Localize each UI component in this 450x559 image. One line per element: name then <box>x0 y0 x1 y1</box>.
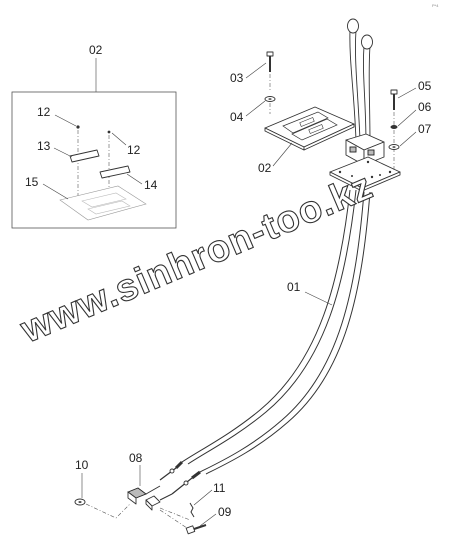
bolt-09 <box>159 509 207 535</box>
label-09: 09 <box>218 505 232 519</box>
inset-plate-15 <box>59 185 147 221</box>
washer-06 <box>390 125 398 129</box>
inset-detail: 02 12 12 13 14 15 <box>11 43 177 229</box>
label-12b: 12 <box>127 143 141 157</box>
label-12a: 12 <box>37 105 51 119</box>
inset-frame <box>11 91 177 229</box>
corner-mark: P*4 <box>432 3 439 8</box>
inset-pad-14 <box>99 165 131 179</box>
label-04: 04 <box>230 110 244 124</box>
clevis-08 <box>127 485 173 511</box>
washer-04 <box>264 96 276 114</box>
label-02: 02 <box>258 161 272 175</box>
label-05: 05 <box>418 79 432 93</box>
label-14: 14 <box>144 178 158 192</box>
label-07: 07 <box>418 122 432 136</box>
washer-07 <box>388 144 400 150</box>
inset-pad-13 <box>69 149 100 163</box>
watermark-text: www.sinhron-too.kz <box>14 165 379 352</box>
washer-10 <box>74 498 131 519</box>
plate-02 <box>264 106 355 151</box>
inset-title-label: 02 <box>89 43 103 57</box>
screw-03 <box>266 51 274 92</box>
screw-05 <box>390 89 398 170</box>
label-11: 11 <box>213 481 226 495</box>
label-03: 03 <box>230 71 244 85</box>
label-10: 10 <box>75 458 89 472</box>
pin-11 <box>159 502 195 521</box>
label-15: 15 <box>25 175 39 189</box>
shift-cables-01 <box>159 189 371 495</box>
inset-screw-left <box>76 125 80 200</box>
label-06: 06 <box>418 100 432 114</box>
label-13: 13 <box>37 139 51 153</box>
label-01: 01 <box>287 280 301 294</box>
label-08: 08 <box>129 451 143 465</box>
shifter-assembly <box>329 18 401 192</box>
